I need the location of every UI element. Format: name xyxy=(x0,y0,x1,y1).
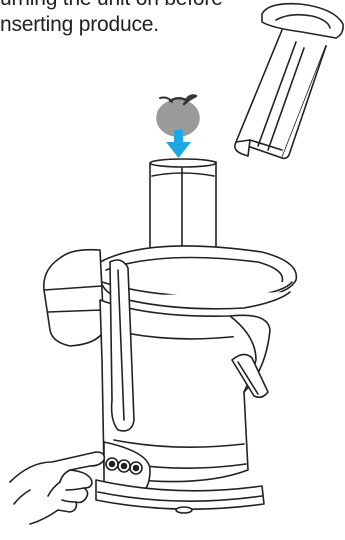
juicer-base xyxy=(96,480,264,513)
pulp-container xyxy=(44,250,104,346)
feed-chute xyxy=(150,159,216,252)
food-pusher xyxy=(235,4,343,159)
hand xyxy=(10,452,104,524)
produce-tomato xyxy=(157,96,199,137)
